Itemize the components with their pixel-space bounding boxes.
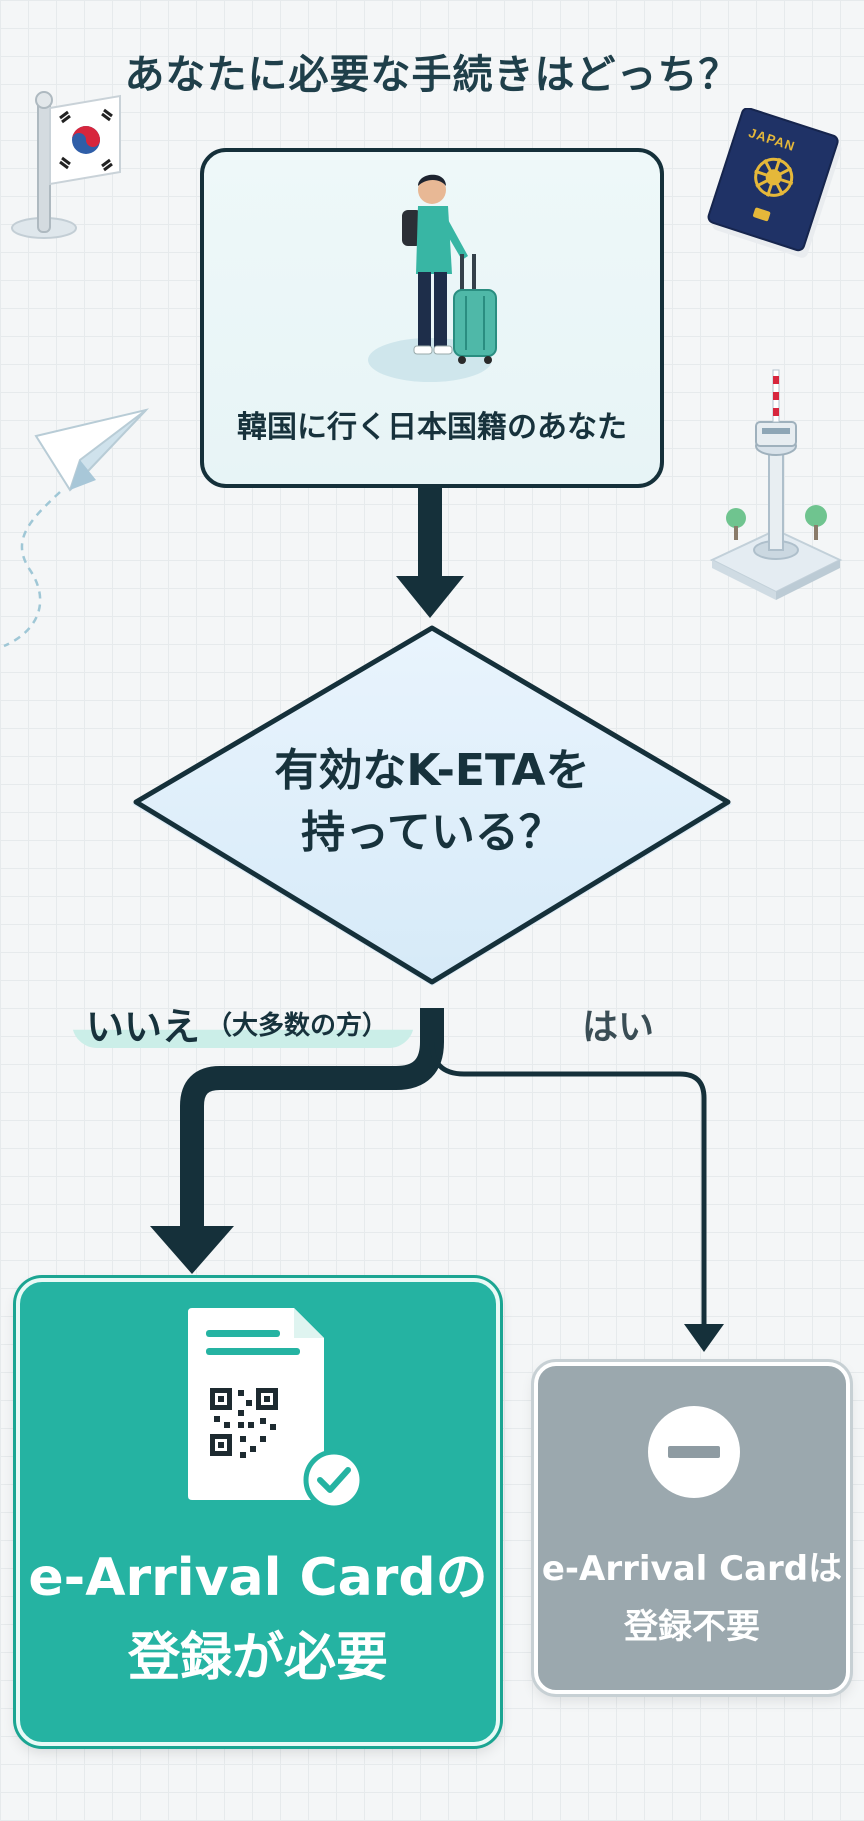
paper-plane-icon: [3, 408, 150, 648]
branch-no-label: いいえ （大多数の方）: [72, 998, 414, 1049]
passport-icon: JAPAN: [700, 108, 850, 258]
branch-no-text: いいえ: [86, 1004, 201, 1049]
traveler-icon: [368, 174, 497, 382]
page-title: あなたに必要な手続きはどっち？: [124, 52, 740, 98]
qr-document-icon: [188, 1308, 364, 1511]
arrow-start-to-decision: [396, 488, 464, 618]
korean-flag-icon: [11, 91, 121, 239]
checkmark-icon: [317, 1467, 351, 1493]
arrow-to-required: [150, 1226, 234, 1274]
minus-circle-icon: [648, 1406, 740, 1498]
branch-arrows: [150, 1008, 707, 1298]
start-node-label: 韓国に行く日本国籍のあなた: [237, 410, 627, 445]
result-not-required-line-1: e-Arrival Cardは: [541, 1549, 843, 1589]
arrow-to-not-required-stem: [701, 1296, 707, 1326]
branch-no-note: （大多数の方）: [206, 1010, 389, 1041]
result-not-required-text: e-Arrival Cardは 登録不要: [534, 1540, 850, 1656]
result-required-line-2: 登録が必要: [127, 1628, 388, 1688]
decision-line-2: 持っている？: [301, 807, 563, 858]
result-required-text: e-Arrival Cardの 登録が必要: [16, 1538, 500, 1698]
decision-question: 有効なK-ETAを 持っている？: [130, 740, 734, 864]
decision-diamond: [132, 625, 732, 986]
start-node-box: [200, 148, 664, 488]
seoul-tower-icon: [709, 369, 843, 600]
branch-yes-label: はい: [582, 1007, 655, 1048]
result-not-required-line-2: 登録不要: [624, 1607, 760, 1647]
decision-line-1: 有効なK-ETAを: [274, 745, 590, 796]
arrow-to-not-required: [684, 1324, 724, 1352]
result-required-line-1: e-Arrival Cardの: [28, 1548, 488, 1608]
